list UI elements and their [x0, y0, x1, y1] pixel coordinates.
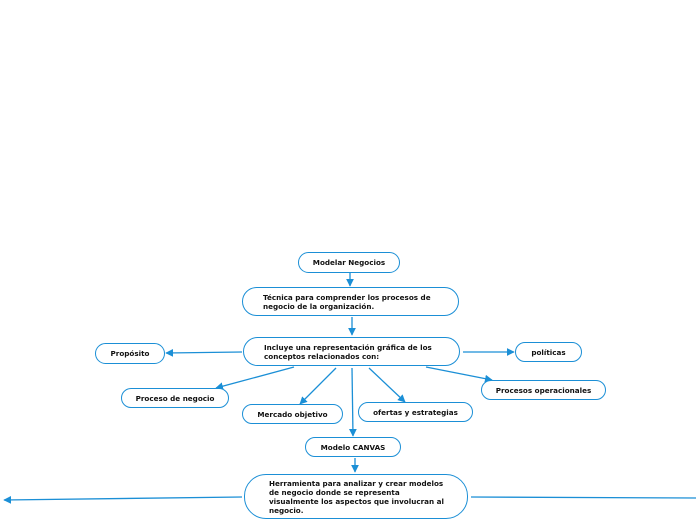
node-herramienta-label: Herramienta para analizar y crear modelo… — [269, 478, 444, 515]
node-ofertas-estrategias[interactable]: ofertas y estrategias — [358, 402, 473, 422]
node-politicas[interactable]: políticas — [515, 342, 582, 362]
node-proceso-de-negocio-label: Proceso de negocio — [135, 393, 215, 403]
edge-incluye-proposito — [165, 349, 243, 357]
node-incluye-label: Incluye una representación gráfica de lo… — [264, 342, 432, 361]
node-modelar-negocios-label: Modelar Negocios — [312, 258, 386, 267]
edge-incluye-procesos-operacionales — [425, 366, 493, 383]
node-proposito-label: Propósito — [110, 349, 150, 358]
node-proceso-de-negocio[interactable]: Proceso de negocio — [121, 388, 229, 408]
node-tecnica-label: Técnica para comprender los procesos de … — [263, 292, 431, 311]
node-tecnica[interactable]: Técnica para comprender los procesos de … — [242, 287, 459, 316]
edge-incluye-mercado — [299, 367, 337, 405]
node-incluye[interactable]: Incluye una representación gráfica de lo… — [243, 337, 460, 366]
edge-herramienta-left — [3, 496, 243, 504]
node-proposito[interactable]: Propósito — [95, 343, 165, 364]
edge-incluye-ofertas — [368, 367, 406, 403]
node-ofertas-estrategias-label: ofertas y estrategias — [373, 407, 458, 417]
node-mercado-objetivo[interactable]: Mercado objetivo — [242, 404, 343, 424]
edge-incluye-proceso-negocio — [215, 366, 295, 390]
node-procesos-operacionales[interactable]: Procesos operacionales — [481, 380, 606, 400]
node-modelar-negocios[interactable]: Modelar Negocios — [298, 252, 400, 273]
edge-herramienta-right — [470, 496, 696, 499]
edge-incluye-canvas — [348, 367, 357, 437]
node-procesos-operacionales-label: Procesos operacionales — [495, 385, 592, 395]
node-politicas-label: políticas — [531, 347, 566, 357]
node-herramienta[interactable]: Herramienta para analizar y crear modelo… — [244, 474, 468, 519]
node-mercado-objetivo-label: Mercado objetivo — [257, 409, 328, 419]
node-modelo-canvas-label: Modelo CANVAS — [320, 442, 386, 452]
node-modelo-canvas[interactable]: Modelo CANVAS — [305, 437, 401, 457]
